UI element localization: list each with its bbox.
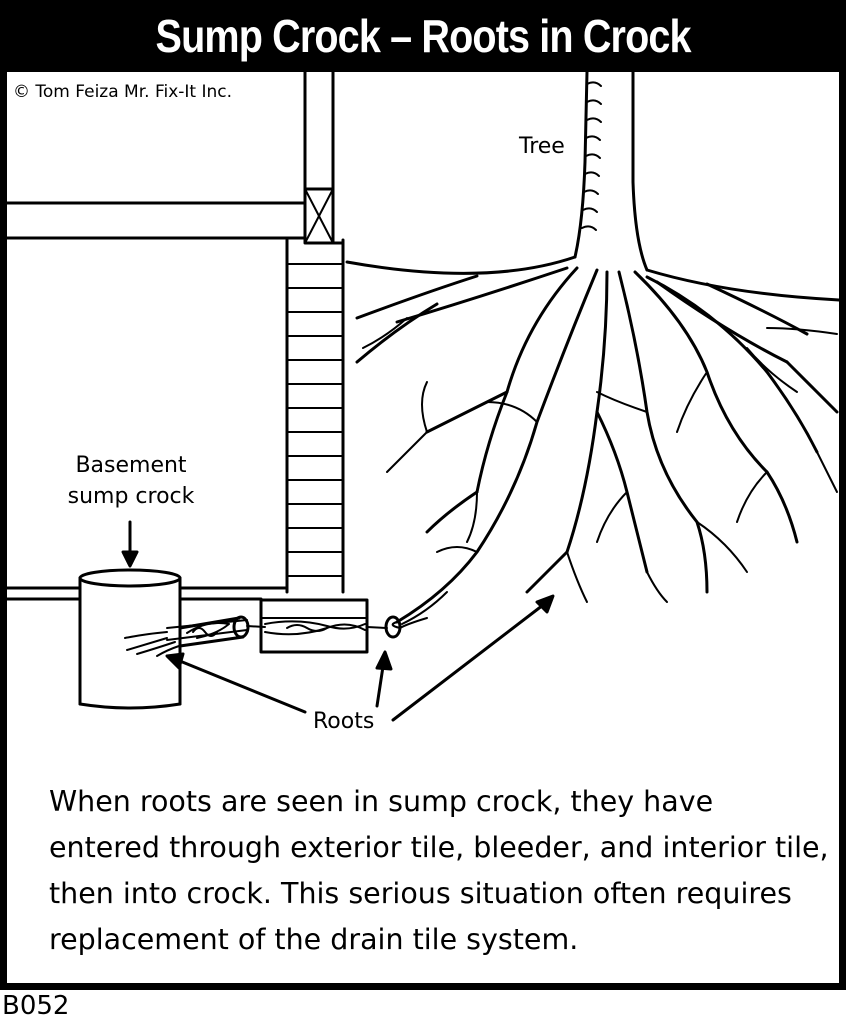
basement-sump-crock-label: Basement sump crock [51, 450, 211, 512]
copyright-label: © Tom Feiza Mr. Fix-It Inc. [13, 82, 233, 102]
tree-roots [345, 255, 839, 629]
callout-arrows [121, 520, 555, 722]
diagram-drawing [7, 72, 839, 722]
figure-code: B052 [2, 991, 70, 1021]
illustration-panel: © Tom Feiza Mr. Fix-It Inc. Tree Basemen… [7, 72, 839, 983]
house-framing [7, 72, 345, 245]
tree-label: Tree [519, 134, 565, 159]
illustration-frame: Sump Crock – Roots in Crock [0, 0, 846, 990]
interior-drain-tile [166, 615, 250, 648]
sump-crock [78, 568, 182, 710]
tree [573, 72, 649, 272]
caption-text: When roots are seen in sump crock, they … [49, 785, 829, 956]
roots-label: Roots [313, 709, 375, 734]
title-bar: Sump Crock – Roots in Crock [0, 0, 846, 72]
basement-label-line2: sump crock [67, 484, 195, 509]
page-title: Sump Crock – Roots in Crock [155, 10, 691, 62]
bleeder-pipe [246, 620, 388, 636]
foundation-wall [7, 238, 369, 654]
basement-label-line1: Basement [75, 453, 187, 478]
